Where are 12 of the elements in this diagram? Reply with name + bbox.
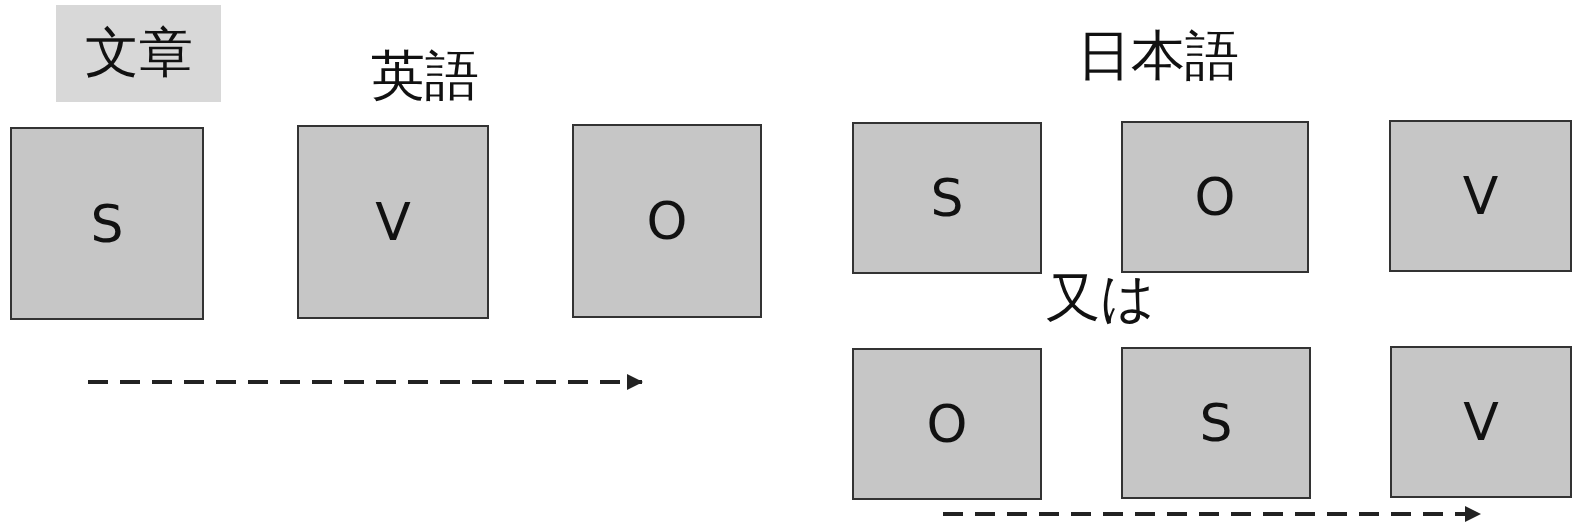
heading-box: 文章 — [56, 5, 221, 102]
word-order-box: O — [1121, 121, 1309, 273]
language-label: 英語 — [371, 43, 479, 109]
word-order-box: O — [572, 124, 762, 318]
word-order-box: S — [1121, 347, 1311, 499]
word-order-box: V — [1389, 120, 1572, 272]
word-order-box: O — [852, 348, 1042, 500]
word-order-box: S — [852, 122, 1042, 274]
word-order-box: V — [297, 125, 489, 319]
word-order-box: S — [10, 127, 204, 320]
word-order-box: V — [1390, 346, 1572, 498]
language-label: 日本語 — [1077, 23, 1239, 89]
